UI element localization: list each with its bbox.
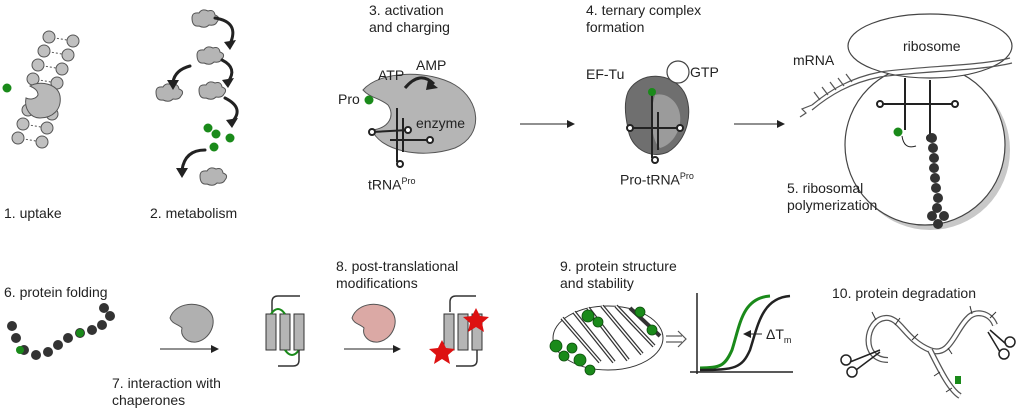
ribosome-label: ribosome xyxy=(903,38,961,54)
proline-dot-icon xyxy=(2,83,12,93)
membrane-icon xyxy=(2,30,80,149)
trna-icon xyxy=(876,78,959,142)
metabolism-graphic xyxy=(155,9,239,186)
atp-label: ATP xyxy=(378,67,405,83)
enzyme-icon xyxy=(362,73,477,154)
scissors-icon xyxy=(840,349,881,378)
trna-icon xyxy=(626,94,684,164)
step-3-label-line1: 3. activation xyxy=(369,2,444,18)
implies-arrow-icon xyxy=(666,330,687,348)
modifier-enzyme-icon xyxy=(351,303,396,343)
step-7-label-line1: 7. interaction with xyxy=(112,375,221,391)
delta-tm-label: ΔTm xyxy=(766,326,792,345)
ef-tu-label: EF-Tu xyxy=(586,66,625,82)
step-4-label-line1: 4. ternary complex xyxy=(586,2,702,18)
amp-label: AMP xyxy=(416,57,447,73)
helix-bundle-icon xyxy=(443,295,483,367)
step-9-label-line2: and stability xyxy=(560,275,634,291)
step-6-label: 6. protein folding xyxy=(4,284,108,300)
step-10-label: 10. protein degradation xyxy=(832,285,976,301)
melting-curve-icon xyxy=(690,293,793,374)
step-1-label: 1. uptake xyxy=(4,205,62,221)
proline-dot-icon xyxy=(364,95,374,105)
proline-dot-icon xyxy=(648,88,656,96)
step-9-label-line1: 9. protein structure xyxy=(560,258,677,274)
transporter-icon xyxy=(25,82,61,119)
modification-star-icon xyxy=(429,340,455,364)
step-7-label-line2: chaperones xyxy=(112,392,186,408)
peptide-chain-icon xyxy=(7,303,115,360)
degraded-protein-icon xyxy=(865,305,998,399)
gtp-icon xyxy=(666,60,690,84)
proline-dot-icon xyxy=(893,127,903,137)
step-8-label-line2: modifications xyxy=(336,275,418,291)
step-3-label-line2: and charging xyxy=(369,19,450,35)
mrna-label: mRNA xyxy=(793,52,835,68)
step-5-label-line1: 5. ribosomal xyxy=(787,180,864,196)
mrna-icon xyxy=(799,57,1013,118)
step-5-label-line2: polymerization xyxy=(787,197,878,213)
helix-bundle-icon xyxy=(265,295,305,367)
scissors-icon xyxy=(987,329,1016,360)
step-2-label: 2. metabolism xyxy=(150,205,238,221)
enzyme-label: enzyme xyxy=(416,115,466,131)
gtp-label: GTP xyxy=(690,64,719,80)
beta-barrel-icon xyxy=(549,304,664,376)
chaperone-icon xyxy=(169,303,214,343)
trna-label: tRNAPro xyxy=(368,176,416,193)
pro-label: Pro xyxy=(338,91,360,107)
step-8-label-line1: 8. post-translational xyxy=(336,258,459,274)
peptide-chain-icon xyxy=(927,133,949,229)
step-4-label-line2: formation xyxy=(586,19,645,35)
pro-trna-label: Pro-tRNAPro xyxy=(620,171,694,188)
modification-star-icon xyxy=(463,308,489,332)
trna-icon xyxy=(368,108,434,168)
